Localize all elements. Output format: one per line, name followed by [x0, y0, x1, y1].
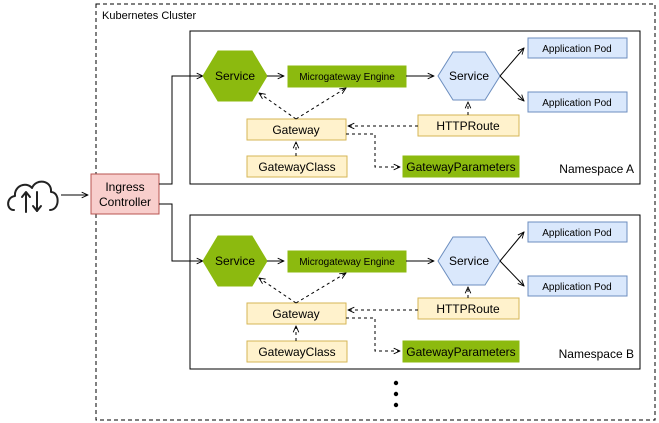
namespace-label: Namespace B [559, 347, 634, 361]
gatewayclass-label: GatewayClass [258, 160, 335, 174]
pod-top-box [527, 37, 628, 59]
pod-top-label: Application Pod [542, 44, 612, 55]
gateway-to-parameters-dashed-arrow [346, 133, 400, 167]
gatewayclass-box [246, 340, 348, 363]
ingress-controller: Ingress Controller [90, 173, 160, 215]
gateway-to-service-dashed-arrow [259, 278, 297, 304]
service-right-label: Service [449, 69, 489, 83]
service-to-pod-top-arrow [499, 48, 524, 77]
ingress-to-namespace-a-arrow [159, 76, 203, 185]
namespace-a: Namespace A Service Microgateway Engine … [189, 30, 641, 185]
service-left-shape [202, 50, 268, 102]
gatewayclass-box [246, 155, 348, 178]
gateway-label: Gateway [272, 123, 319, 137]
service-to-pod-bottom-arrow [499, 75, 524, 101]
service-right-shape [437, 51, 501, 101]
gateway-parameters-box [402, 340, 520, 363]
gateway-to-parameters-dashed-arrow [346, 317, 400, 351]
namespace-label: Namespace A [559, 162, 634, 176]
microgateway-engine-label: Microgateway Engine [299, 72, 395, 83]
httproute-label: HTTPRoute [436, 119, 500, 133]
service-right-label: Service [449, 254, 489, 268]
gatewayclass-label: GatewayClass [258, 345, 335, 359]
microgateway-engine-label: Microgateway Engine [299, 257, 395, 268]
gateway-label: Gateway [272, 307, 319, 321]
cloud-upload-download-icon [7, 180, 59, 213]
gateway-parameters-label: GatewayParameters [406, 345, 515, 359]
gateway-parameters-label: GatewayParameters [406, 160, 515, 174]
ingress-label-line1: Ingress [105, 180, 144, 194]
service-left-label: Service [215, 254, 255, 268]
gateway-to-engine-dashed-arrow [295, 273, 346, 304]
more-namespaces-ellipsis [393, 380, 399, 408]
httproute-label: HTTPRoute [436, 302, 500, 316]
gateway-to-service-dashed-arrow [259, 93, 297, 120]
ingress-label-line2: Controller [99, 195, 151, 209]
namespace-b: Namespace B Service Microgateway Engine … [189, 214, 641, 370]
pod-bottom-label: Application Pod [542, 282, 612, 293]
service-right-shape [437, 236, 501, 286]
cluster-label: Kubernetes Cluster [102, 10, 196, 22]
pod-bottom-box [527, 275, 628, 297]
pod-bottom-label: Application Pod [542, 98, 612, 109]
pod-bottom-box [527, 91, 628, 113]
gateway-parameters-box [402, 155, 520, 178]
gateway-to-engine-dashed-arrow [295, 88, 346, 120]
pod-top-label: Application Pod [542, 228, 612, 239]
ingress-to-namespace-b-arrow [159, 203, 203, 261]
pod-top-box [527, 221, 628, 243]
service-to-pod-top-arrow [499, 232, 524, 262]
service-to-pod-bottom-arrow [499, 260, 524, 286]
service-left-shape [202, 235, 268, 287]
service-left-label: Service [215, 69, 255, 83]
cluster-boundary [95, 3, 656, 421]
